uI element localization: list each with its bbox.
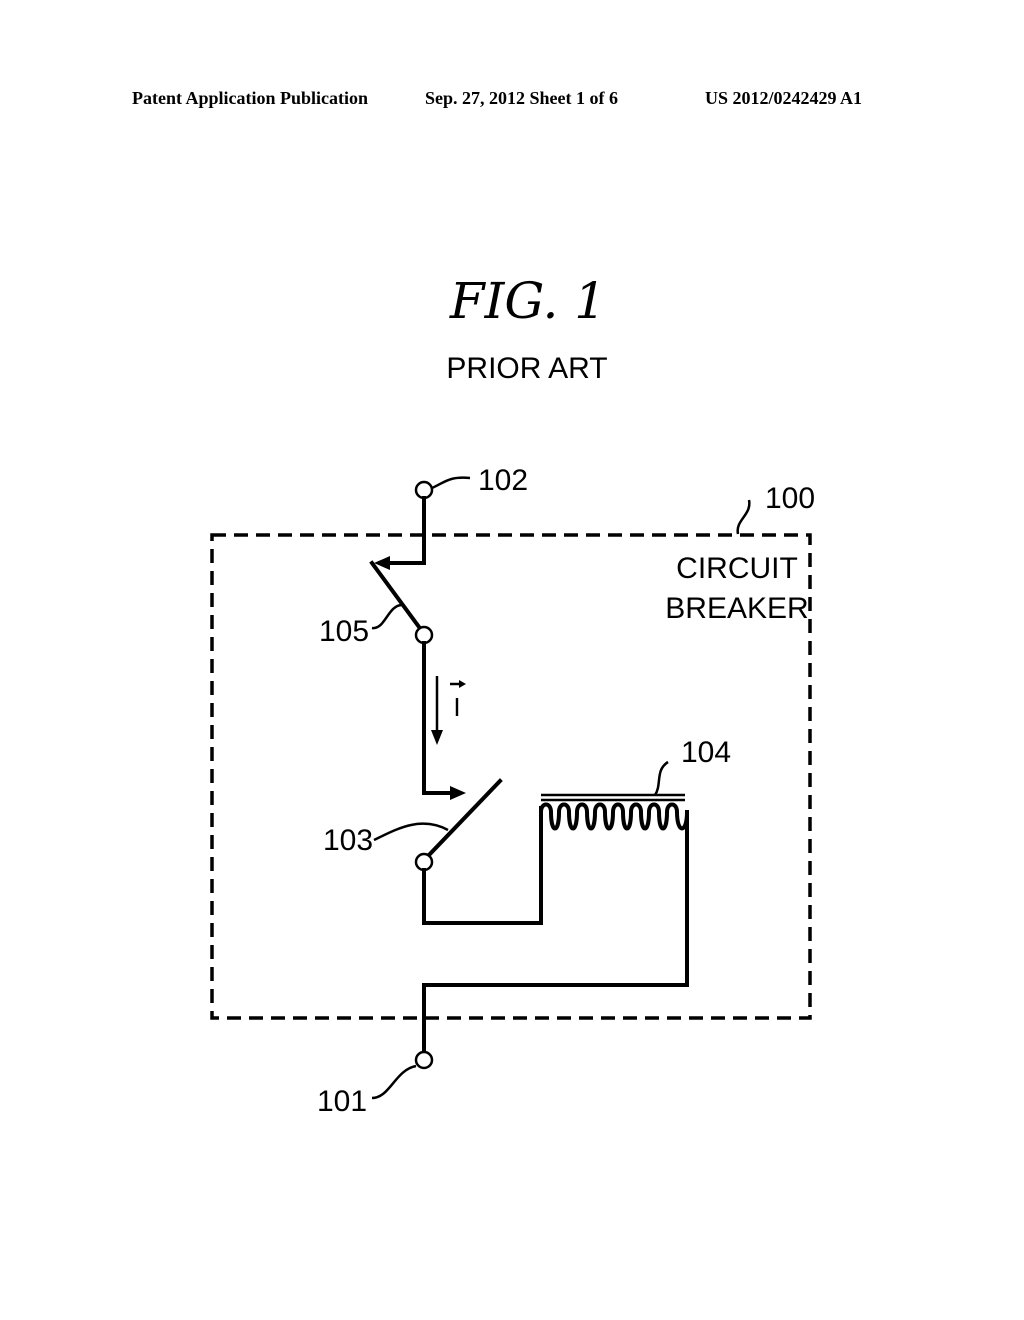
coil-104-windings xyxy=(538,802,690,831)
contact-arrow-upper xyxy=(374,556,390,570)
leader-100 xyxy=(736,499,751,535)
wire-top xyxy=(380,496,426,565)
terminal-102 xyxy=(414,480,434,500)
page-header: Patent Application Publication Sep. 27, … xyxy=(0,88,1024,118)
publication-label: Patent Application Publication xyxy=(132,88,369,108)
wire-middle xyxy=(422,641,460,795)
leader-101 xyxy=(371,1064,417,1100)
date-sheet-label: Sep. 27, 2012 Sheet 1 of 6 xyxy=(425,88,618,108)
figure-title: FIG. 1 xyxy=(449,272,606,330)
leader-102 xyxy=(431,476,471,490)
leader-105 xyxy=(371,603,403,630)
switch-105-blade xyxy=(369,560,422,630)
terminal-101 xyxy=(414,1050,434,1070)
current-arrow-head xyxy=(431,730,443,745)
figure-subtitle: PRIOR ART xyxy=(446,352,607,385)
ref-103: 103 xyxy=(323,824,373,857)
box-label-line1: CIRCUIT xyxy=(676,552,798,585)
ref-100: 100 xyxy=(765,482,815,515)
wire-to-terminal-101 xyxy=(422,810,689,1054)
switch-103-blade xyxy=(426,778,503,858)
current-vector-head xyxy=(459,680,466,688)
patent-number: US 2012/0242429 A1 xyxy=(705,88,863,108)
box-label-line2: BREAKER xyxy=(665,592,808,625)
contact-arrow-lower xyxy=(450,786,466,800)
current-symbol: I xyxy=(453,692,460,722)
ref-101: 101 xyxy=(317,1085,367,1118)
circuit-breaker-box xyxy=(210,533,812,1020)
wire-to-coil xyxy=(422,806,543,925)
ref-105: 105 xyxy=(319,615,369,648)
leader-104 xyxy=(653,760,669,796)
switch-105-pivot xyxy=(414,625,434,645)
leader-103 xyxy=(373,822,449,842)
switch-103-pivot xyxy=(414,852,434,872)
ref-102: 102 xyxy=(478,464,528,497)
ref-104: 104 xyxy=(681,736,731,769)
